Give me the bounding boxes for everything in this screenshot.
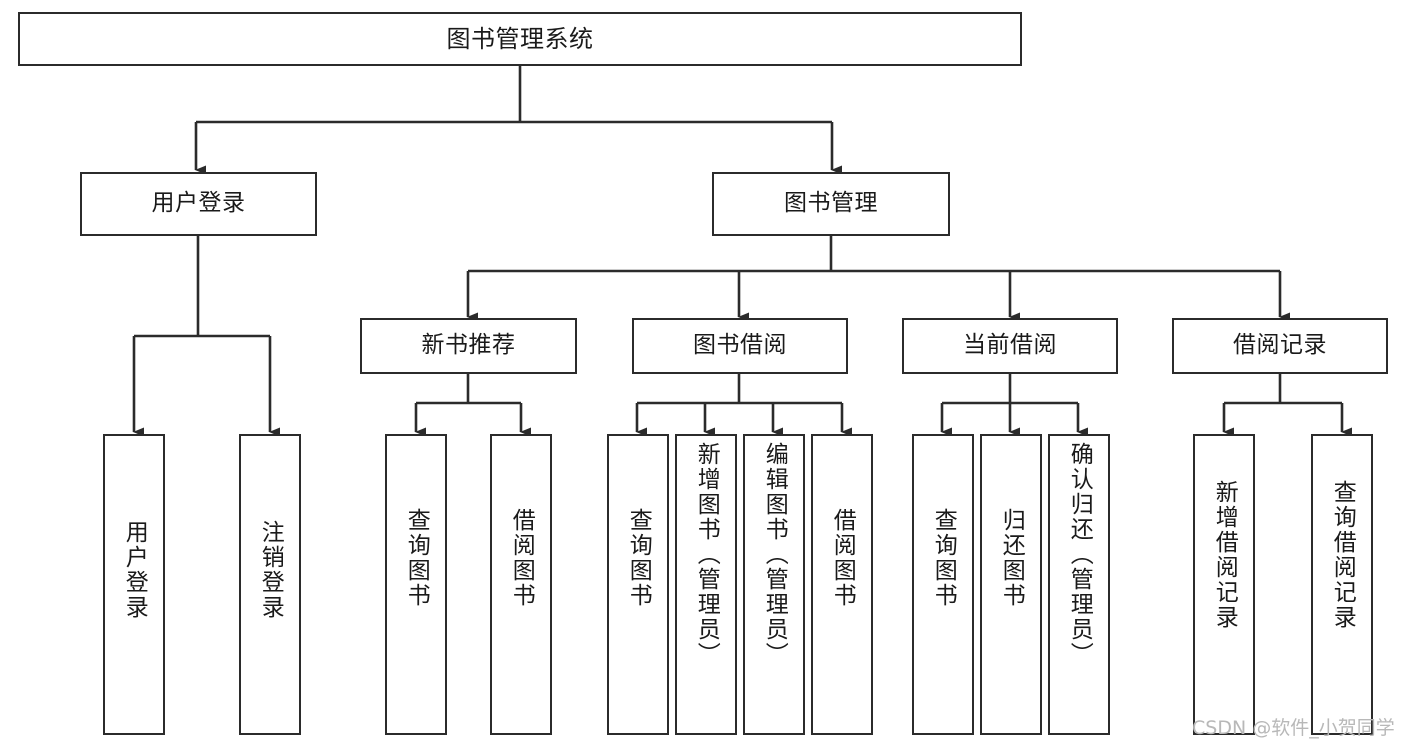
node-user-login[interactable]: 用户登录	[80, 172, 317, 236]
node-book-borrow[interactable]: 图书借阅	[632, 318, 848, 374]
node-leaf-add-record[interactable]: 新增借阅记录	[1193, 434, 1255, 735]
node-leaf-add-record-label: 新增借阅记录	[1211, 480, 1238, 630]
node-current-borrow[interactable]: 当前借阅	[902, 318, 1118, 374]
node-book-manage-label: 图书管理	[784, 190, 878, 217]
node-leaf-borrow-book-2[interactable]: 借阅图书	[811, 434, 873, 735]
node-user-login-label: 用户登录	[151, 190, 246, 217]
node-leaf-confirm-return-label: 确认归还（管理员）	[1066, 442, 1093, 667]
node-leaf-borrow-book-2-label: 借阅图书	[829, 508, 856, 608]
node-leaf-add-book[interactable]: 新增图书（管理员）	[675, 434, 737, 735]
node-leaf-query-book-3-label: 查询图书	[930, 508, 957, 608]
node-borrow-record-label: 借阅记录	[1233, 332, 1327, 359]
node-new-book-recommend[interactable]: 新书推荐	[360, 318, 577, 374]
node-leaf-borrow-book-1-label: 借阅图书	[508, 508, 535, 608]
node-leaf-return-book-label: 归还图书	[998, 508, 1025, 608]
node-leaf-user-login-label: 用户登录	[121, 520, 148, 620]
node-current-borrow-label: 当前借阅	[963, 332, 1057, 359]
node-book-borrow-label: 图书借阅	[693, 332, 787, 359]
node-leaf-query-book-3[interactable]: 查询图书	[912, 434, 974, 735]
node-leaf-query-book-1-label: 查询图书	[403, 508, 430, 608]
node-leaf-return-book[interactable]: 归还图书	[980, 434, 1042, 735]
node-leaf-confirm-return[interactable]: 确认归还（管理员）	[1048, 434, 1110, 735]
node-leaf-query-record-label: 查询借阅记录	[1329, 480, 1356, 630]
node-leaf-query-book-2-label: 查询图书	[625, 508, 652, 608]
node-leaf-query-book-1[interactable]: 查询图书	[385, 434, 447, 735]
node-leaf-edit-book-label: 编辑图书（管理员）	[761, 442, 788, 667]
node-borrow-record[interactable]: 借阅记录	[1172, 318, 1388, 374]
node-leaf-logout-login-label: 注销登录	[257, 520, 284, 620]
node-leaf-query-book-2[interactable]: 查询图书	[607, 434, 669, 735]
node-leaf-query-record[interactable]: 查询借阅记录	[1311, 434, 1373, 735]
node-book-manage[interactable]: 图书管理	[712, 172, 950, 236]
node-root-label: 图书管理系统	[446, 24, 594, 53]
node-leaf-borrow-book-1[interactable]: 借阅图书	[490, 434, 552, 735]
node-leaf-add-book-label: 新增图书（管理员）	[693, 442, 720, 667]
node-leaf-user-login[interactable]: 用户登录	[103, 434, 165, 735]
node-root[interactable]: 图书管理系统	[18, 12, 1022, 66]
watermark: CSDN @软件_小贺同学	[1192, 717, 1395, 739]
node-leaf-edit-book[interactable]: 编辑图书（管理员）	[743, 434, 805, 735]
node-new-book-recommend-label: 新书推荐	[421, 332, 516, 359]
node-leaf-logout-login[interactable]: 注销登录	[239, 434, 301, 735]
